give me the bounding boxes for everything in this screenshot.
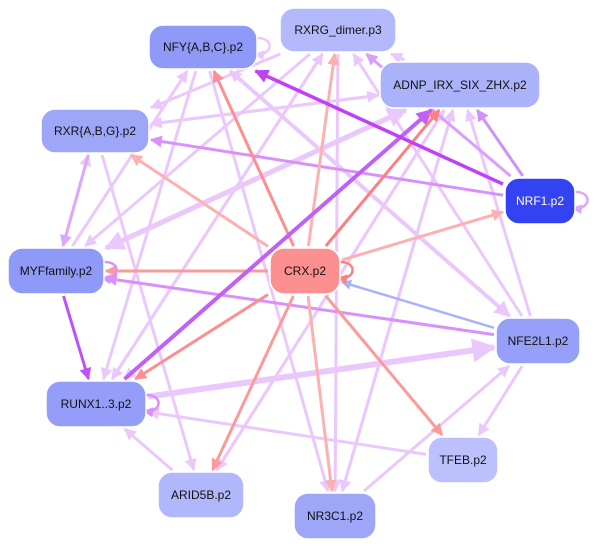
edge-crx-to-nfy [212, 69, 295, 247]
node-nfe2l1[interactable]: NFE2L1.p2 [495, 317, 581, 365]
node-box [293, 492, 377, 540]
node-label: ARID5B.p2 [171, 488, 231, 502]
node-label: ADNP_IRX_SIX_ZHX.p2 [393, 78, 527, 92]
edge-runx-to-nfe2l1 [147, 338, 497, 400]
edge-crx-to-rxr [130, 153, 269, 248]
edge-tfeb-to-runx [146, 407, 427, 456]
node-box [148, 24, 258, 70]
edge-nrf1-to-nfy [254, 69, 504, 186]
node-rxrg[interactable]: RXRG_dimer.p3 [279, 7, 397, 53]
edge-nr3c1-to-adnp [340, 108, 456, 492]
edge-adnp-to-myf [104, 107, 407, 251]
edge-crx-to-nr3c1 [306, 295, 337, 493]
nodes-layer: NFY{A,B,C}.p2 RXRG_dimer.p3 ADNP_IRX_SIX… [7, 7, 581, 540]
node-box [495, 317, 581, 365]
node-label: NR3C1.p2 [307, 509, 363, 523]
edge-rxr-to-myf [60, 154, 90, 248]
node-box [157, 471, 245, 519]
node-crx[interactable]: CRX.p2 [269, 247, 341, 295]
node-label: NRF1.p2 [516, 194, 564, 208]
node-label: MYFfamily.p2 [20, 264, 93, 278]
edge-myf-to-runx [62, 295, 92, 381]
node-nfy[interactable]: NFY{A,B,C}.p2 [148, 24, 258, 70]
edge-rxrg-to-myf [84, 52, 311, 248]
node-label: NFE2L1.p2 [508, 334, 569, 348]
node-box [7, 247, 105, 295]
edge-crx-to-arid5b [211, 295, 295, 472]
node-box [279, 7, 397, 53]
edge-crx-to-nrf1 [341, 209, 505, 262]
node-box [504, 177, 576, 225]
node-label: TFEB.p2 [439, 453, 487, 467]
node-box [427, 436, 499, 484]
node-nrf1[interactable]: NRF1.p2 [504, 177, 576, 225]
edge-nrf1-to-adnp [476, 109, 524, 177]
edge-nfy-to-nr3c1 [208, 70, 331, 493]
node-rxr[interactable]: RXR{A,B,G}.p2 [40, 108, 150, 154]
node-nr3c1[interactable]: NR3C1.p2 [293, 492, 377, 540]
node-label: NFY{A,B,C}.p2 [163, 40, 243, 54]
node-box [45, 380, 147, 428]
edge-nfe2l1-to-myf [104, 273, 495, 337]
node-adnp[interactable]: ADNP_IRX_SIX_ZHX.p2 [379, 61, 541, 109]
edge-nrf1-to-rxr [149, 135, 504, 197]
node-box [40, 108, 150, 154]
node-label: RXR{A,B,G}.p2 [54, 124, 136, 138]
edge-crx-to-runx [134, 293, 269, 381]
edge-nfy-to-runx [100, 70, 198, 381]
node-box [379, 61, 541, 109]
edge-nfe2l1-to-tfeb [477, 365, 524, 437]
node-label: CRX.p2 [284, 264, 326, 278]
node-label: RXRG_dimer.p3 [294, 23, 382, 37]
edge-crx-to-tfeb [324, 295, 444, 436]
node-box [269, 247, 341, 295]
edge-nfe2l1-to-crx [341, 279, 495, 329]
node-runx[interactable]: RUNX1..3.p2 [45, 380, 147, 428]
node-arid5b[interactable]: ARID5B.p2 [157, 471, 245, 519]
edge-crx-to-adnp [324, 109, 441, 247]
edge-crx-to-rxrg [306, 52, 340, 247]
node-label: RUNX1..3.p2 [61, 397, 132, 411]
node-tfeb[interactable]: TFEB.p2 [427, 436, 499, 484]
edge-runx-to-adnp [123, 108, 433, 381]
edge-arid5b-to-runx [123, 427, 174, 472]
edge-adnp-to-rxrg [390, 52, 406, 64]
node-myf[interactable]: MYFfamily.p2 [7, 247, 105, 295]
edge-rxr-to-adnp [150, 90, 380, 126]
